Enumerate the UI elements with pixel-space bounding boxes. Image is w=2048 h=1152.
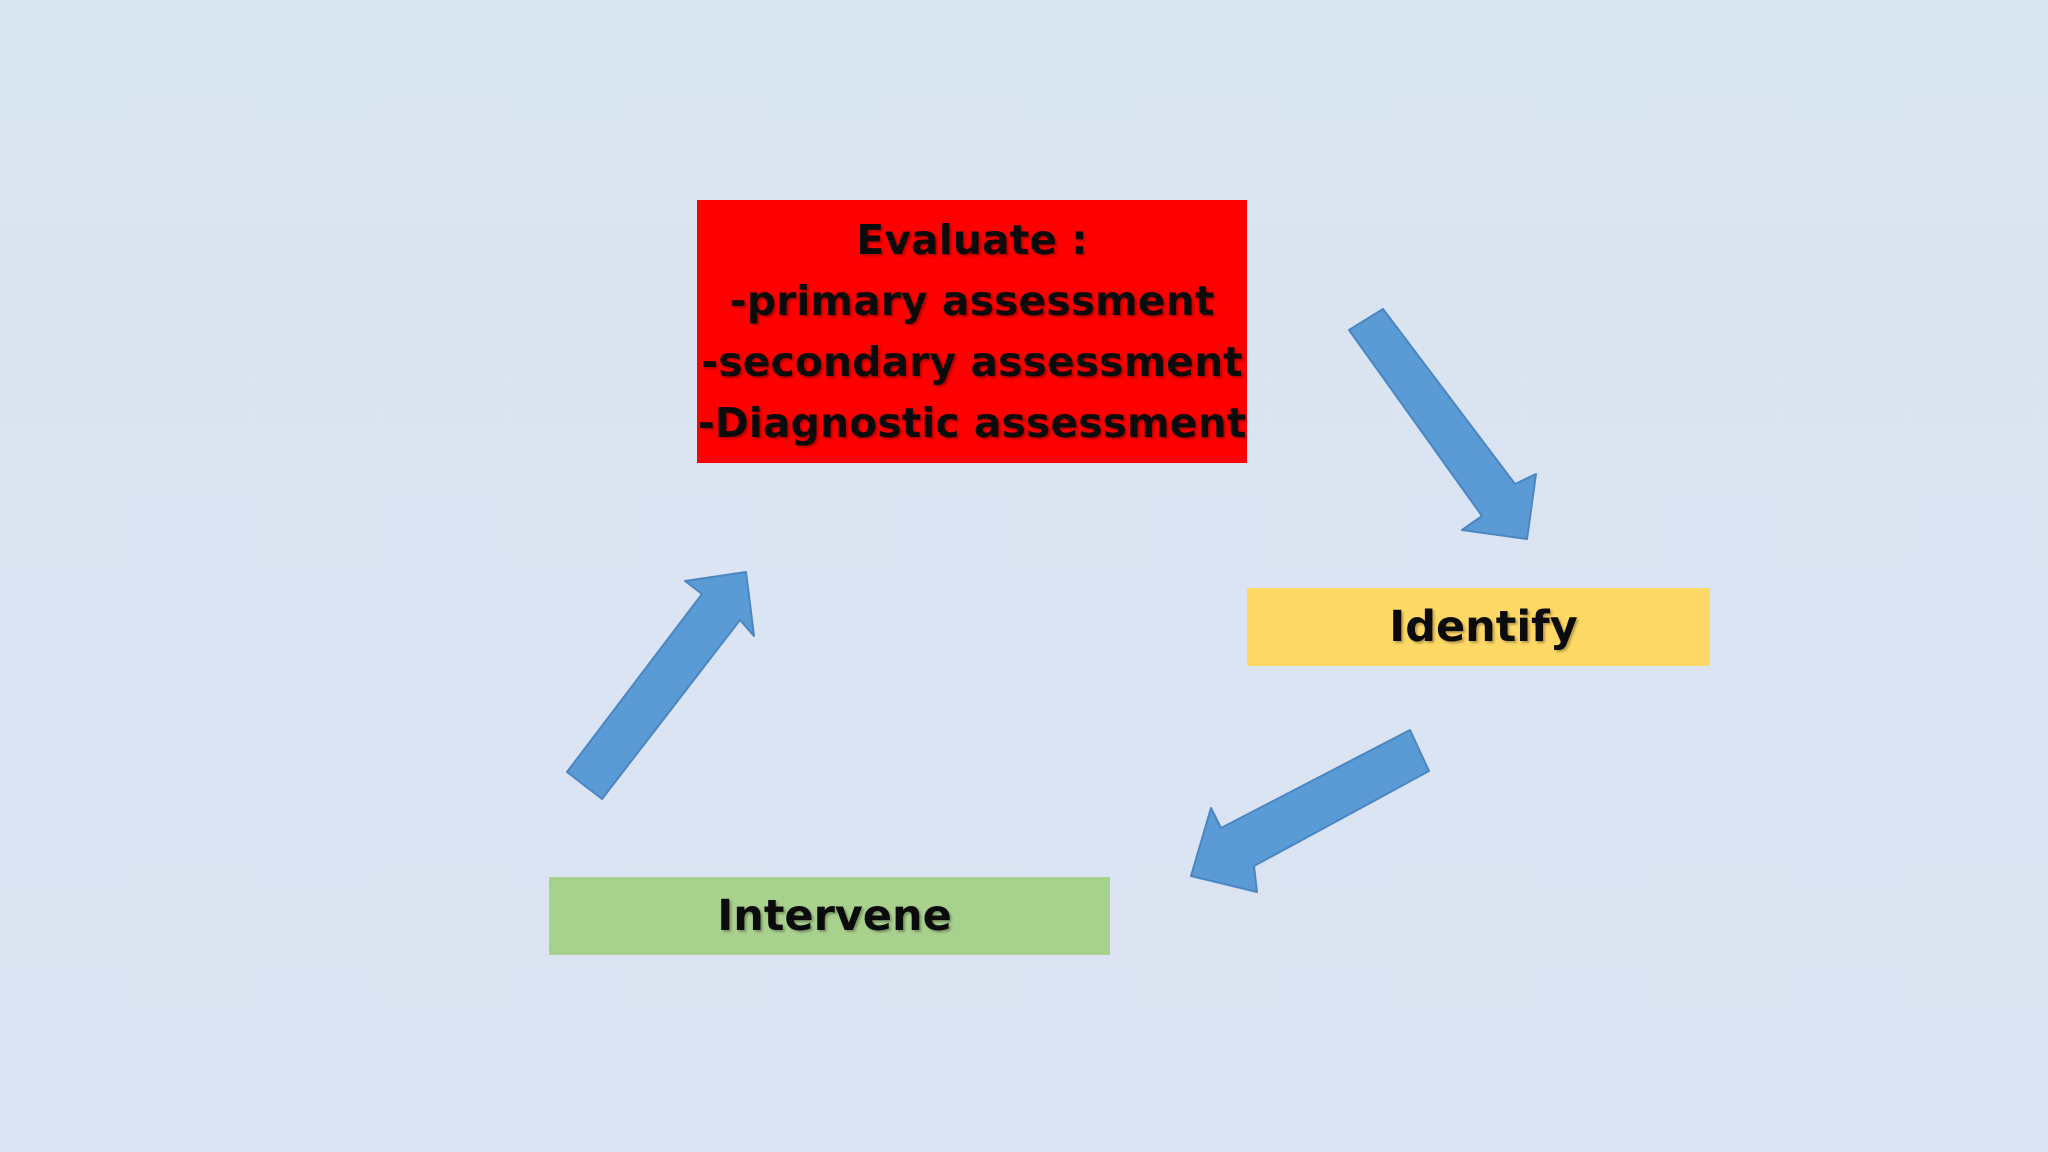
evaluate-item-diagnostic: -Diagnostic assessment — [697, 398, 1247, 447]
identify-label: Identify — [1389, 602, 1578, 652]
arrow-identify-to-intervene — [1190, 729, 1430, 893]
evaluate-title: Evaluate : — [856, 215, 1088, 264]
evaluate-item-secondary: -secondary assessment — [701, 337, 1243, 386]
intervene-label: Intervene — [717, 891, 952, 941]
intervene-box: Intervene — [549, 877, 1110, 955]
identify-box: Identify — [1247, 588, 1710, 666]
arrow-evaluate-to-identify — [1348, 308, 1537, 540]
evaluate-item-primary: -primary assessment — [729, 276, 1215, 325]
arrow-intervene-to-evaluate — [566, 571, 755, 800]
evaluate-box: Evaluate : -primary assessment -secondar… — [697, 200, 1247, 463]
